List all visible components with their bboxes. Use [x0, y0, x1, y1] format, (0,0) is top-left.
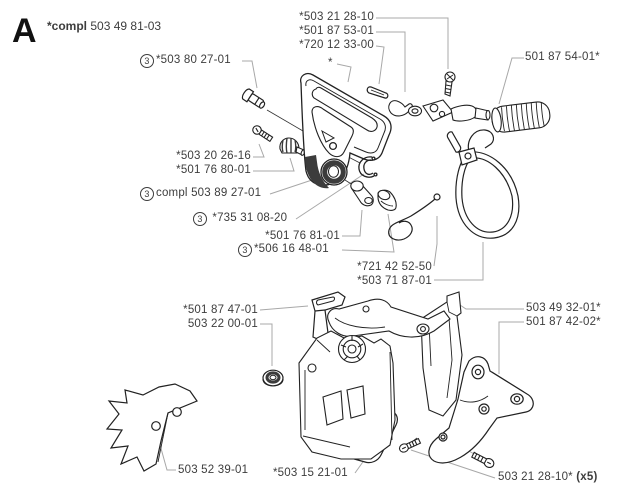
callout-503-80-27-01: 3*503 80 27-01 [140, 54, 231, 68]
callout-501-87-47-01: *501 87 47-01 [183, 304, 258, 316]
callout-503-20-26-16: *503 20 26-16 [176, 150, 251, 162]
wire-spring-drawing [388, 193, 441, 241]
callout-text: * [328, 57, 333, 69]
front-hand-guard-drawing [300, 72, 392, 189]
chain-catcher-drawing [311, 291, 346, 342]
callout-text: 503 22 00-01 [187, 318, 258, 330]
callout-503-15-21-01: *503 15 21-01 [273, 467, 348, 479]
callout-text: compl 503 89 27-01 [156, 187, 262, 199]
callout-text: 503 21 28-10* [498, 471, 573, 483]
callout-503-21-28-10-x5: 503 21 28-10* (x5) [498, 471, 598, 483]
circled-badge: 3 [140, 54, 154, 68]
callout-721-42-52-50: *721 42 52-50 [357, 261, 432, 273]
coil-spring-drawing [491, 101, 551, 133]
callout-text: *503 20 26-16 [176, 150, 251, 162]
callout-501-76-81-01: *501 76 81-01 [265, 230, 340, 242]
callout-503-49-32-01: 503 49 32-01* [526, 302, 601, 314]
brake-screw-drawing [444, 71, 456, 97]
callout-asterisk-mark: * [328, 57, 333, 69]
callout-text: *503 21 28-10 [299, 11, 374, 23]
shoulder-bolt-drawing [241, 88, 266, 109]
callout-text: 501 87 54-01* [525, 51, 600, 63]
callout-text: *503 15 21-01 [273, 467, 348, 479]
callout-text: *506 16 48-01 [254, 243, 329, 255]
assembly-title: *compl 503 49 81-03 [47, 19, 161, 33]
callout-text: *501 76 80-01 [176, 164, 251, 176]
circled-badge: 3 [193, 212, 207, 226]
callout-501-87-54-01: 501 87 54-01* [525, 51, 600, 63]
bushing-drawing [262, 369, 284, 387]
callout-text: 503 52 39-01 [178, 464, 249, 476]
side-cover-plate-drawing [428, 356, 534, 464]
cap-drawing [377, 189, 397, 211]
callout-501-87-42-02: 501 87 42-02* [526, 316, 601, 328]
brake-band-drawing [446, 129, 520, 239]
assembly-compl-prefix: *compl [47, 19, 88, 33]
callout-text: 503 49 32-01* [526, 302, 601, 314]
cover-screw-a-drawing [398, 437, 422, 453]
section-letter: A [12, 12, 37, 50]
callout-text: *501 87 47-01 [183, 304, 258, 316]
knurled-knob-drawing [279, 137, 306, 156]
assembly-part-number: 503 49 81-03 [90, 19, 162, 33]
callout-text: *735 31 08-20 [209, 212, 288, 224]
callout-503-52-39-01: 503 52 39-01 [178, 464, 248, 476]
callout-503-22-00-01: 503 22 00-01 [188, 318, 258, 330]
clutch-cover-drawing [298, 291, 463, 460]
callout-text: *501 76 81-01 [265, 230, 340, 242]
callout-501-87-53-01: *501 87 53-01 [299, 25, 374, 37]
circled-badge: 3 [140, 187, 154, 201]
cover-screw-b-drawing [471, 451, 495, 469]
callout-text: *720 12 33-00 [299, 39, 374, 51]
callout-506-16-48-01: 3*506 16 48-01 [238, 243, 329, 257]
callout-text: 501 87 42-02* [526, 316, 601, 328]
circled-badge: 3 [238, 243, 252, 257]
roll-pin-drawing [366, 86, 389, 99]
callout-text: *501 87 53-01 [299, 25, 374, 37]
brake-lever-assembly-drawing [388, 99, 491, 122]
callout-501-76-80-01: *501 76 80-01 [176, 164, 251, 176]
callout-503-21-28-10-top: *503 21 28-10 [299, 11, 374, 23]
callout-735-31-08-20: 3 *735 31 08-20 [193, 212, 287, 226]
bumper-spike-drawing [105, 383, 198, 472]
callout-text: *503 71 87-01 [357, 275, 432, 287]
guard-screw-drawing [252, 125, 274, 143]
callout-text: *503 80 27-01 [156, 54, 231, 66]
callout-text: *721 42 52-50 [357, 261, 432, 273]
callout-503-71-87-01: *503 71 87-01 [357, 275, 432, 287]
callout-720-12-33-00: *720 12 33-00 [299, 39, 374, 51]
e-clip-drawing [358, 156, 378, 178]
callout-quantity: (x5) [572, 471, 598, 483]
plug-drawing [350, 180, 374, 207]
